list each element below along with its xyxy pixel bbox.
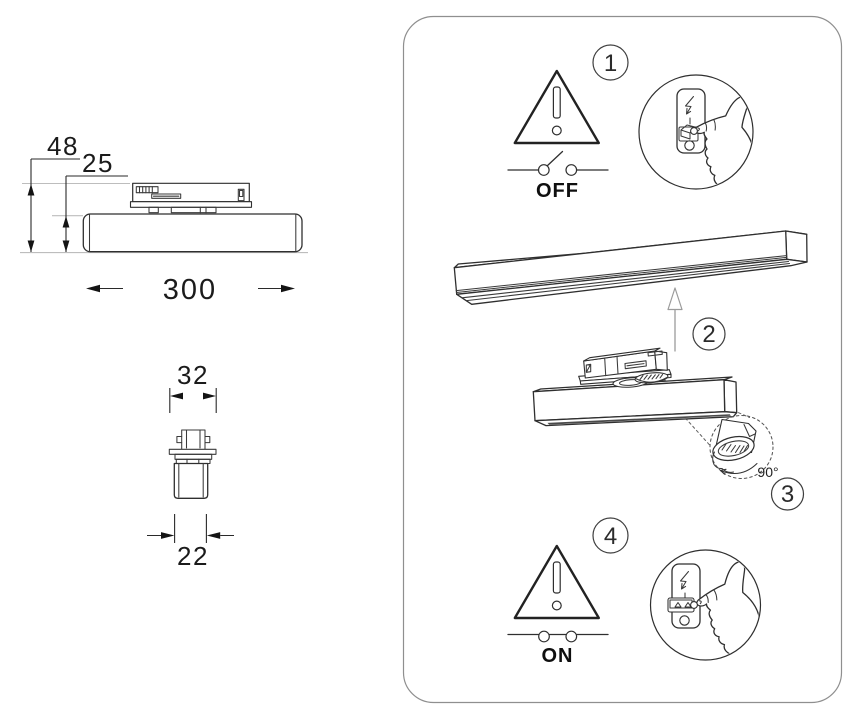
dim-22-label: 22 [177,541,209,571]
dim-300-label: 300 [163,274,217,306]
step-4: 4 ON [507,517,762,667]
fixture-3d-drawing [532,347,751,447]
step-3-number: 3 [781,481,794,508]
dimension-width-32: 32 [169,360,217,413]
dimension-width-22: 22 [147,514,234,571]
on-label: ON [542,645,574,667]
step-1: 1 OFF [507,44,754,202]
dimension-length-300: 300 [86,274,295,306]
lightning-bolt-icon [671,563,701,629]
step-3: 90° 3 [532,347,805,511]
fixture-body-side-view [82,213,303,253]
step-2-badge [692,317,726,351]
rotation-detail-circle: 90° [709,414,779,480]
step-1-badge [592,44,629,81]
track-rail-drawing [453,230,808,305]
led-lens-strip [547,414,731,425]
adapter-side-view [129,182,253,214]
dimension-height-25: 25 [62,148,128,252]
power-on-symbol [507,630,609,643]
rotate-90-arrow-icon [719,462,758,475]
dimension-height-48: 48 [27,131,80,252]
step-2: 2 [453,230,808,352]
panel-border [402,15,843,704]
power-off-symbol [507,150,609,176]
warning-triangle-icon [513,544,600,620]
fixture-body-end-view [173,462,209,499]
end-view-drawing: 32 22 [147,360,234,571]
dim-32-label: 32 [177,360,209,390]
lightning-bolt-icon [676,88,706,154]
instruction-panel: 1 OFF [402,15,843,704]
side-view-drawing: 48 25 [20,131,308,306]
rotation-angle-label: 90° [757,464,778,480]
step-4-badge [592,517,629,554]
insert-up-arrow-icon [667,287,683,352]
step-2-number: 2 [702,321,715,348]
adapter-end-view [168,429,217,465]
dim-25-label: 25 [82,148,114,178]
fixture-adapter-3d [578,347,672,388]
switch-detail-circle-4 [649,549,762,661]
step-3-badge [770,477,805,511]
guide-lines [20,182,308,254]
wall-switch-icon [676,88,706,154]
dim-48-label: 48 [47,131,79,161]
step-4-number: 4 [604,523,617,550]
warning-triangle-icon [513,69,600,145]
off-label: OFF [536,180,579,202]
switch-detail-circle-1 [638,74,754,190]
switch-lever-knob [690,601,698,609]
step-1-number: 1 [604,50,617,77]
switch-lever-knob [690,127,698,135]
wall-switch-icon [667,563,701,629]
knob-grip-hatching [721,443,749,454]
